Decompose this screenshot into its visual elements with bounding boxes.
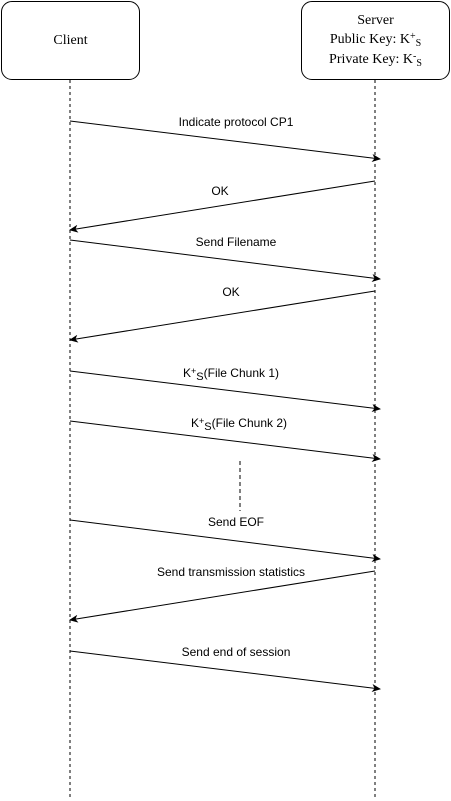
server-actor-box: Server Public Key: K+S Private Key: K-S <box>301 1 450 80</box>
message-arrow-m5 <box>69 370 381 412</box>
message-arrow-m1 <box>69 120 381 162</box>
message-label-m9: Send end of session <box>181 645 291 659</box>
message-text-m6: (File Chunk 2) <box>211 416 287 430</box>
client-actor-box: Client <box>1 1 140 80</box>
message-arrow-m8 <box>69 570 376 623</box>
server-public-key: Public Key: K+S <box>330 30 421 50</box>
message-label-m7: Send EOF <box>207 515 265 529</box>
message-label-m5: K+S(File Chunk 1) <box>183 366 279 383</box>
private-key-sub: S <box>416 58 422 69</box>
message-label-m3: Send Filename <box>195 235 277 249</box>
message-key-sub-m6: S <box>204 421 212 433</box>
message-key-sup-m5: + <box>191 366 197 376</box>
message-arrow-m3 <box>69 239 381 282</box>
message-label-m8: Send transmission statistics <box>156 565 306 579</box>
message-arrow-m9 <box>69 650 381 692</box>
client-label: Client <box>53 32 88 48</box>
message-label-m4: OK <box>222 285 240 299</box>
message-key-m6: K <box>191 416 200 430</box>
message-arrow-m2 <box>69 180 376 233</box>
public-key-sup: + <box>409 31 416 42</box>
message-key-m5: K <box>183 366 192 380</box>
private-key-sup: - <box>413 51 417 62</box>
message-label-m1: Indicate protocol CP1 <box>178 115 294 129</box>
server-private-key: Private Key: K-S <box>329 50 422 70</box>
message-text-m5: (File Chunk 1) <box>203 366 279 380</box>
message-key-sub-m5: S <box>196 371 204 383</box>
private-key-label: Private Key: K <box>329 52 414 67</box>
message-arrow-m7 <box>69 519 381 562</box>
message-label-m6: K+S(File Chunk 2) <box>191 416 287 433</box>
server-title: Server <box>357 13 394 28</box>
public-key-label: Public Key: K <box>329 32 410 47</box>
message-arrow-m6 <box>69 420 381 462</box>
message-arrow-m4 <box>69 290 376 343</box>
public-key-sub: S <box>415 38 422 49</box>
message-label-m2: OK <box>211 184 229 198</box>
message-key-sup-m6: + <box>199 416 205 426</box>
